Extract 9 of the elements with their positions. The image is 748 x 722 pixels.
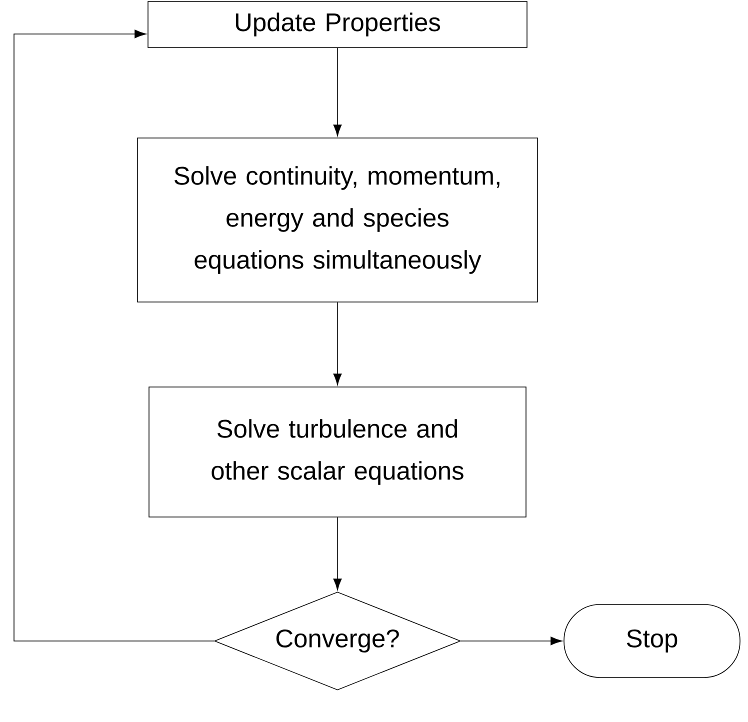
- arrow: [333, 48, 342, 136]
- process-box: Update Properties: [148, 1, 528, 48]
- arrow: [333, 516, 342, 590]
- arrow: [333, 302, 342, 386]
- terminal-box: Stop: [564, 604, 740, 678]
- process-box: Solve continuity, momentum, energy and species equations simultaneously: [137, 138, 538, 302]
- arrow: [460, 636, 562, 646]
- process-box: Solve turbulence and other scalar equations: [148, 386, 526, 518]
- arrow: [14, 30, 214, 642]
